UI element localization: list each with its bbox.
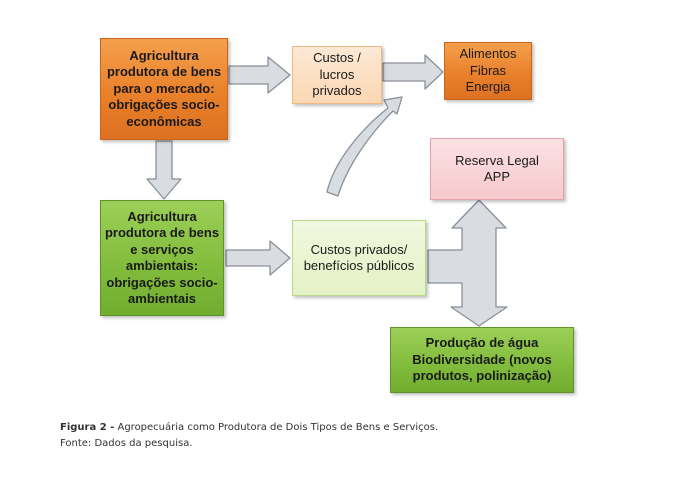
- arrow-custos-to-alimentos: [382, 54, 444, 90]
- figure-source: Fonte: Dados da pesquisa.: [60, 438, 193, 449]
- box-reserva-legal-text: Reserva Legal APP: [455, 152, 539, 185]
- arrow-t-connector: [427, 199, 508, 327]
- figure-caption: Figura 2 - Agropecuária como Produtora d…: [60, 422, 438, 433]
- caption-source: Fonte: Dados da pesquisa.: [60, 438, 193, 449]
- arrow-mercado-to-ambientais: [146, 140, 182, 200]
- box-producao-agua: Produção de água Biodiversidade (novos p…: [390, 327, 574, 393]
- arrow-mercado-to-custos: [228, 56, 291, 94]
- box-reserva-legal: Reserva Legal APP: [430, 138, 564, 200]
- box-agricultura-ambientais-text: Agricultura produtora de bens e serviços…: [104, 208, 220, 307]
- box-agricultura-mercado: Agricultura produtora de bens para o mer…: [100, 38, 228, 140]
- box-custos-beneficios-text: Custos privados/ benefícios públicos: [303, 241, 415, 274]
- box-custos-lucros: Custos / lucros privados: [292, 46, 382, 104]
- box-agricultura-mercado-text: Agricultura produtora de bens para o mer…: [106, 47, 222, 129]
- box-custos-lucros-text: Custos / lucros privados: [312, 50, 362, 99]
- caption-label: Figura 2 -: [60, 422, 115, 433]
- box-agricultura-ambientais: Agricultura produtora de bens e serviços…: [100, 200, 224, 316]
- caption-text: Agropecuária como Produtora de Dois Tipo…: [117, 422, 439, 433]
- box-producao-agua-text: Produção de água Biodiversidade (novos p…: [412, 335, 552, 384]
- arrow-ambientais-to-beneficios: [225, 240, 291, 276]
- box-alimentos: Alimentos Fibras Energia: [444, 42, 532, 100]
- box-alimentos-text: Alimentos Fibras Energia: [459, 46, 517, 95]
- bent-arrow-feedback: [326, 96, 403, 197]
- box-custos-beneficios: Custos privados/ benefícios públicos: [292, 220, 426, 296]
